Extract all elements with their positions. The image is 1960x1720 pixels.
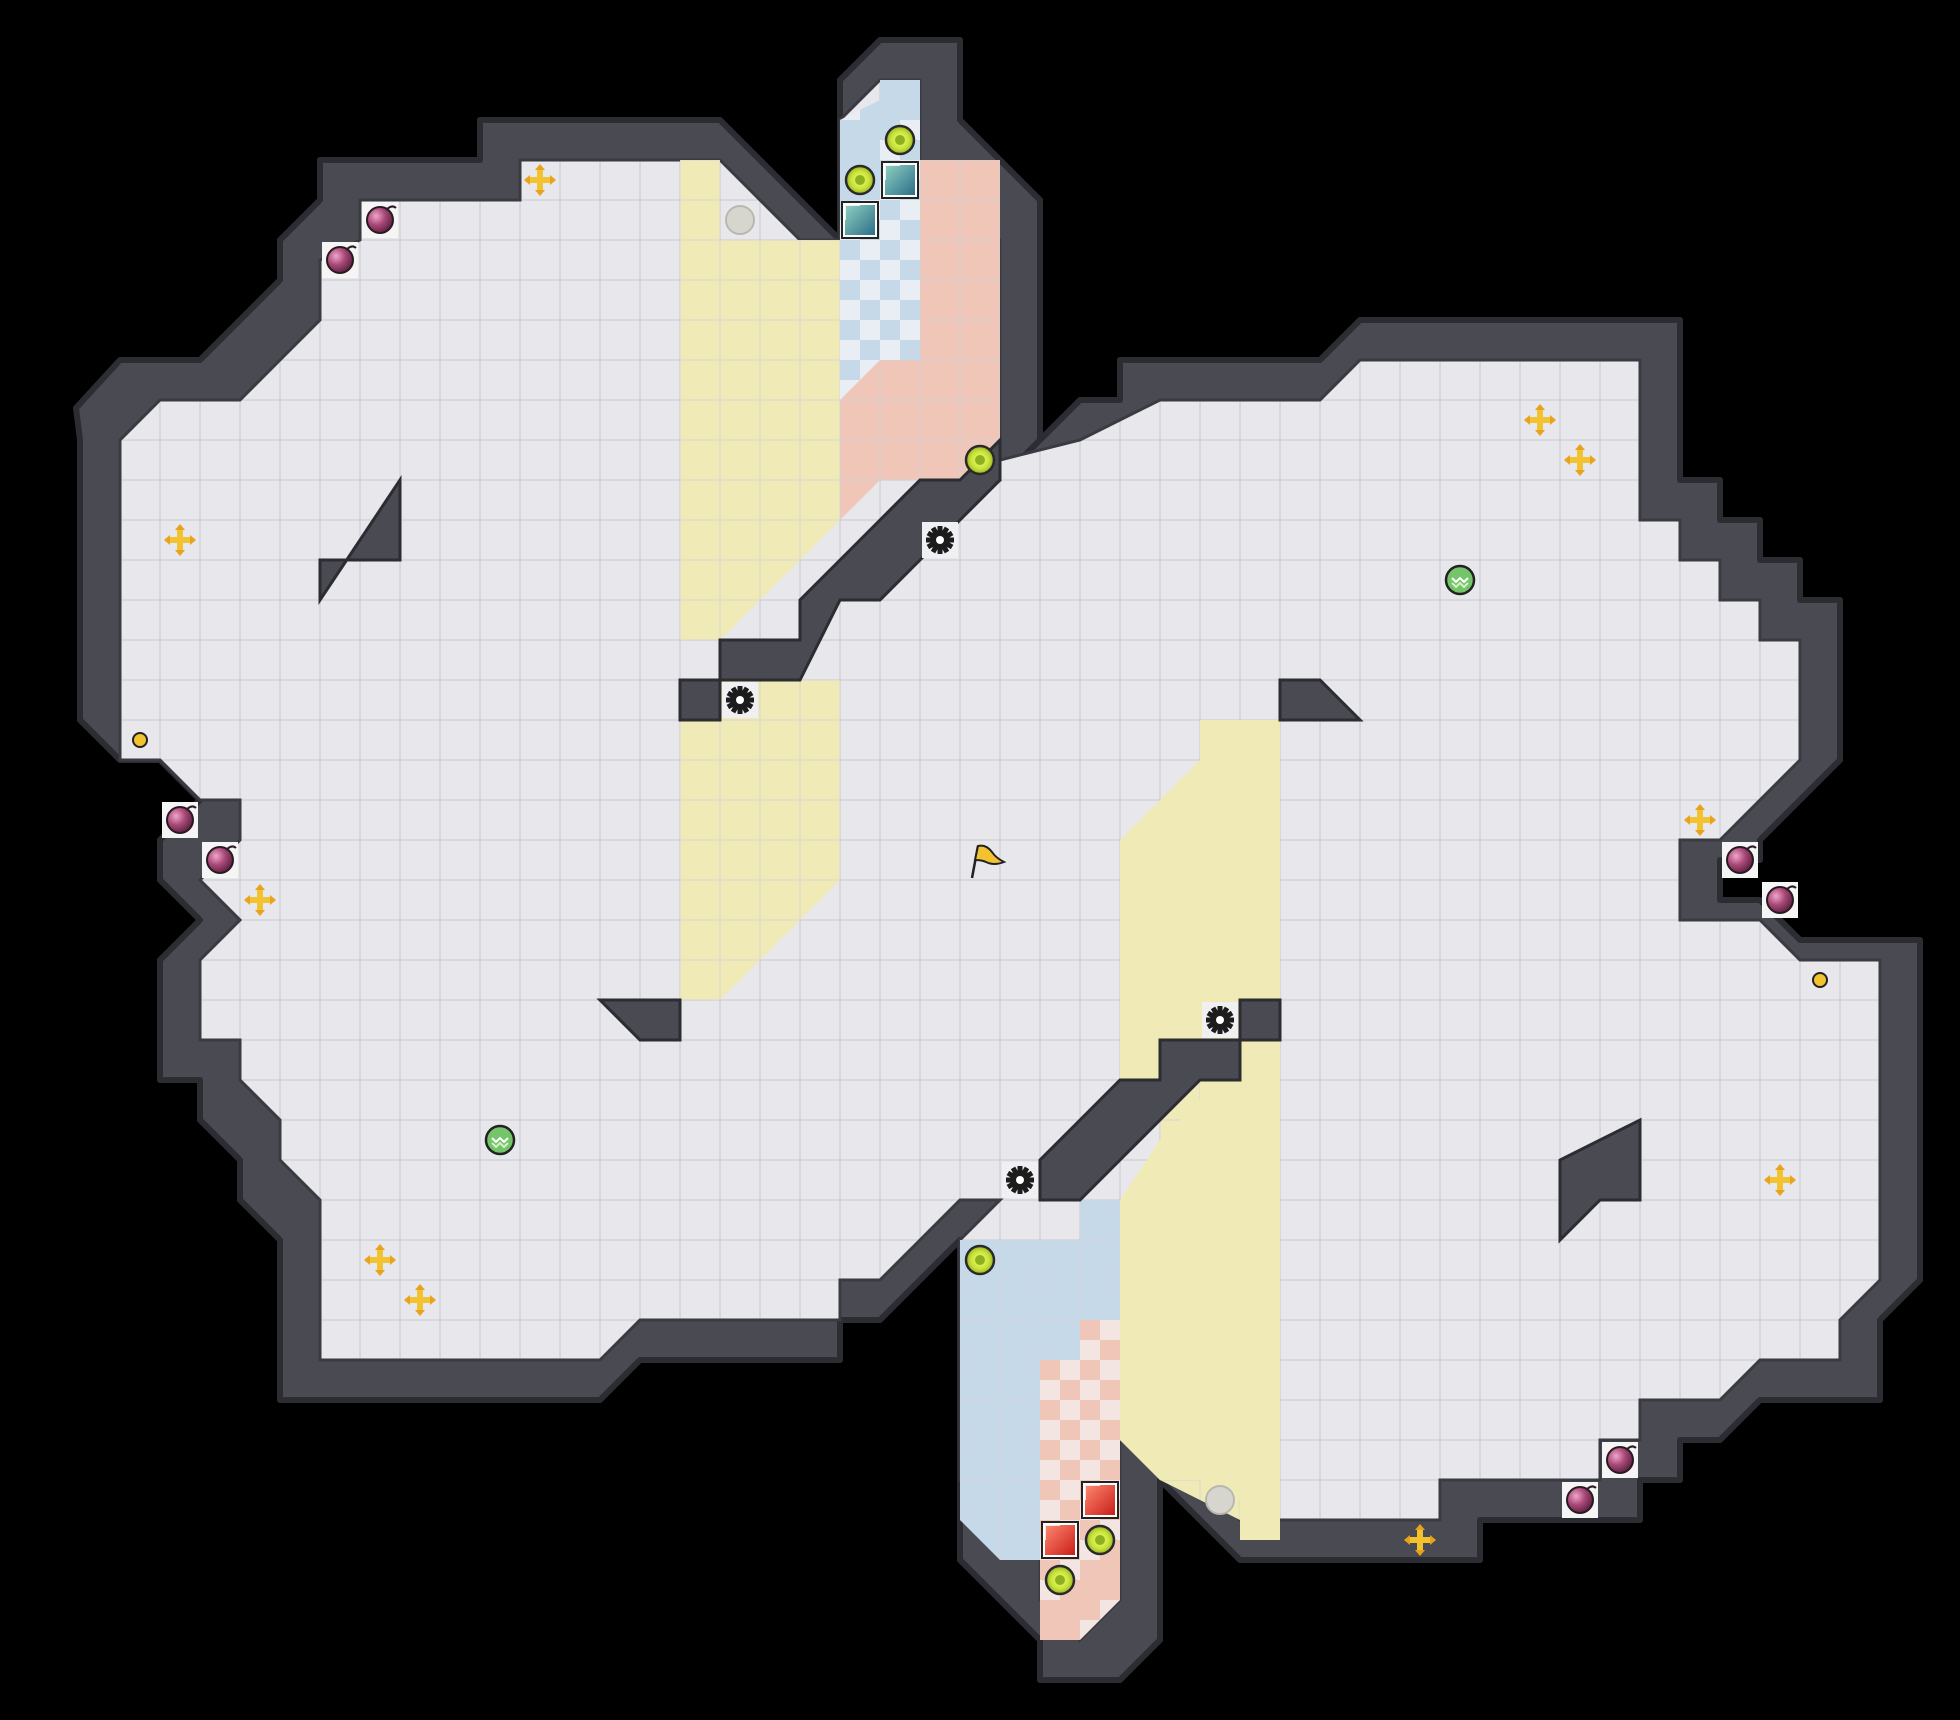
lime-switch-icon[interactable] [1044,1564,1076,1596]
bomb-icon[interactable] [1562,1482,1598,1518]
obstacle-wedge-bottomleft [596,998,682,1042]
obstacle-wedge-center [1278,678,1364,722]
plus-pickup-icon[interactable] [164,524,196,556]
lime-switch-icon[interactable] [884,124,916,156]
speed-pad-icon[interactable] [1444,564,1476,596]
bomb-icon[interactable] [162,802,198,838]
obstacle-wedge-right [1558,1117,1642,1244]
red-crate-icon[interactable] [1041,1521,1079,1559]
colored-zones [680,80,1280,1640]
gear-icon[interactable] [722,682,758,718]
bomb-icon[interactable] [362,202,398,238]
entities-layer [132,124,1828,1596]
teal-crate-icon[interactable] [881,161,919,199]
speed-pad-icon[interactable] [484,1124,516,1156]
bomb-icon[interactable] [1722,842,1758,878]
plus-pickup-icon[interactable] [364,1244,396,1276]
plus-pickup-icon[interactable] [1564,444,1596,476]
lime-switch-icon[interactable] [844,164,876,196]
bomb-icon[interactable] [1762,882,1798,918]
grey-button-icon[interactable] [1205,1485,1235,1515]
plus-pickup-icon[interactable] [404,1284,436,1316]
grey-button-icon[interactable] [725,205,755,235]
diagonal-wall-bottom [1038,1038,1242,1202]
plus-pickup-icon[interactable] [1524,404,1556,436]
teal-crate-icon[interactable] [841,201,879,239]
lime-switch-icon[interactable] [964,444,996,476]
plus-pickup-icon[interactable] [1684,804,1716,836]
obstacle-wedge-topleft [318,475,402,605]
bomb-icon[interactable] [202,842,238,878]
inner-obstacles [318,436,1642,1244]
wall-block-b [1238,998,1282,1042]
plus-pickup-icon[interactable] [524,164,556,196]
plus-pickup-icon[interactable] [1404,1524,1436,1556]
bomb-icon[interactable] [1602,1442,1638,1478]
bomb-icon[interactable] [322,242,358,278]
lime-switch-icon[interactable] [1084,1524,1116,1556]
goal-flag-icon[interactable] [970,844,1007,879]
plus-pickup-icon[interactable] [244,884,276,916]
lime-switch-icon[interactable] [964,1244,996,1276]
gear-icon[interactable] [1002,1162,1038,1198]
wall-block-a [678,678,722,722]
red-crate-icon[interactable] [1081,1481,1119,1519]
gear-icon[interactable] [1202,1002,1238,1038]
gear-icon[interactable] [922,522,958,558]
diagonal-wall-top [718,436,1002,682]
yellow-zone-right-fill [1120,720,1280,1540]
coin-icon[interactable] [132,732,148,748]
coin-icon[interactable] [1812,972,1828,988]
plus-pickup-icon[interactable] [1764,1164,1796,1196]
